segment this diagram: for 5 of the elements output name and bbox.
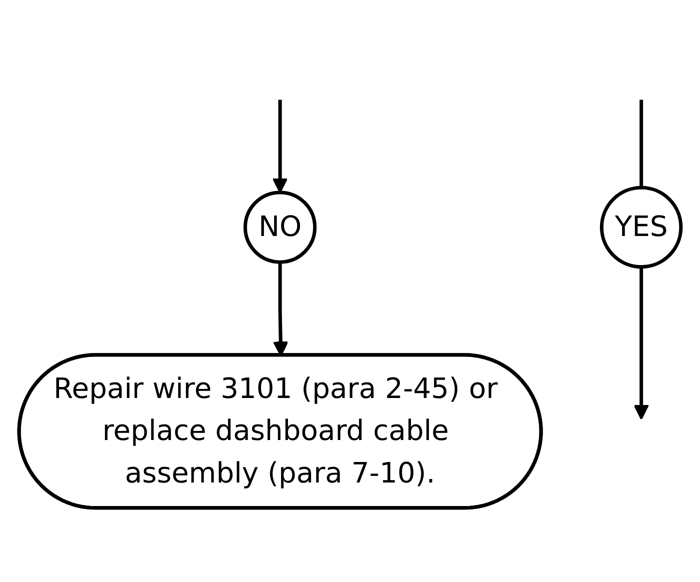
arrow bbox=[272, 99, 288, 193]
terminal-box: Repair wire 3101 (para 2-45) or replace dashboard cable assembly (para 7-10). bbox=[17, 352, 543, 510]
arrow bbox=[634, 266, 650, 420]
decision-circle: YES bbox=[600, 185, 683, 268]
decision-circle: NO bbox=[244, 190, 317, 264]
